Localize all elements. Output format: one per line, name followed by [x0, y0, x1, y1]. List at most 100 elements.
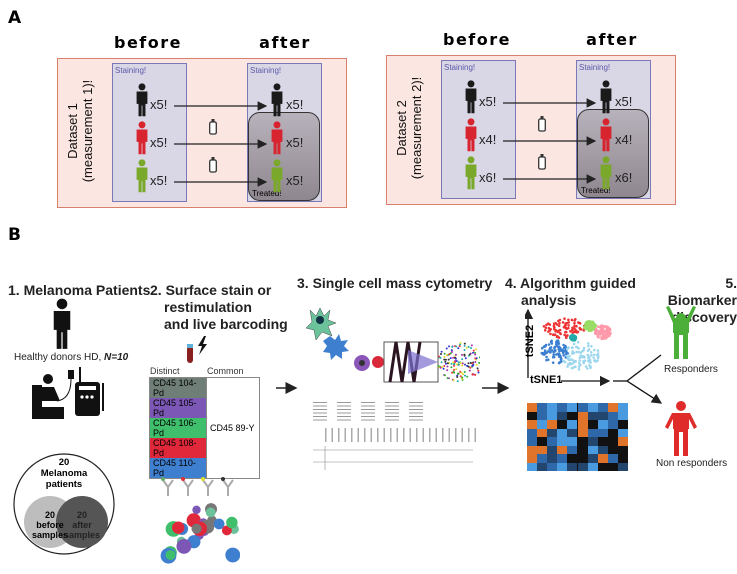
heatmap-cell — [608, 411, 618, 420]
heatmap-cell — [618, 454, 628, 463]
heatmap-cell — [527, 437, 537, 446]
non-responder-person-icon — [665, 401, 697, 456]
heatmap-cell — [578, 428, 588, 437]
dataset-2-label: Dataset 2(measurement 2)! — [394, 76, 424, 180]
person-icon — [271, 83, 283, 117]
ion-cloud — [437, 341, 480, 383]
heatmap-cell — [588, 454, 598, 463]
person-icon — [600, 118, 612, 152]
person-icon — [465, 80, 477, 114]
heatmap-cell — [608, 420, 618, 429]
tsne2-label: tSNE2 — [524, 324, 537, 358]
after-label: after — [586, 30, 638, 49]
person-icon — [465, 118, 477, 152]
barcode-row: CD45 106-Pd — [149, 418, 207, 438]
heatmap-cell — [547, 411, 557, 420]
arrow — [174, 139, 268, 149]
before-group-box — [441, 60, 516, 199]
person-icon — [600, 156, 612, 190]
person-icon — [271, 159, 283, 193]
heatmap-cell — [598, 437, 608, 446]
heatmap-cell — [567, 454, 577, 463]
barcode-row: CD45 105-Pd — [149, 398, 207, 418]
cell-icon-red — [372, 356, 384, 368]
person-icon — [136, 83, 148, 117]
dataset-1-label: Dataset 1(measurement 1)! — [65, 79, 95, 183]
heatmap-cell — [588, 437, 598, 446]
drug-bottle-icon — [538, 116, 546, 132]
heatmap-cell — [547, 437, 557, 446]
cell — [172, 521, 185, 534]
drug-bottle-icon — [209, 119, 217, 135]
before-group-box — [112, 63, 187, 202]
heatmap-cell — [547, 454, 557, 463]
col-distinct-label: Distinct — [150, 366, 180, 376]
col-common-label: Common — [207, 366, 244, 376]
panel-a-letter: A — [8, 8, 22, 28]
heatmap-cell — [618, 420, 628, 429]
heatmap-cell — [588, 428, 598, 437]
cell — [165, 550, 176, 560]
barcode-row: CD45 108-Pd — [149, 438, 207, 458]
heatmap-cell — [608, 437, 618, 446]
heatmap-cell — [557, 462, 567, 471]
person-icon — [136, 121, 148, 155]
heatmap-cell — [578, 437, 588, 446]
heatmap-cell — [578, 462, 588, 471]
before-count: x5! — [150, 173, 168, 188]
person-icon — [465, 156, 477, 190]
treated-label: Treated! — [581, 186, 611, 195]
heatmap-cell — [527, 454, 537, 463]
arrow — [503, 136, 597, 146]
antibodies-icon — [161, 477, 234, 496]
heatmap-cell — [537, 403, 547, 412]
step1-title: 1. Melanoma Patients — [8, 282, 151, 298]
mass-cytometer-illustration — [305, 307, 480, 383]
heatmap-cell — [618, 462, 628, 471]
heatmap-cell — [527, 462, 537, 471]
panel-b-letter: B — [8, 225, 21, 245]
before-label: before — [114, 33, 182, 52]
heatmap-cell — [557, 411, 567, 420]
heatmap-cell — [618, 437, 628, 446]
heatmap-cell — [537, 445, 547, 454]
heatmap-cell — [557, 445, 567, 454]
staining-label: Staining! — [115, 66, 147, 75]
heatmap-cell — [608, 403, 618, 412]
heatmap-cell — [537, 437, 547, 446]
heatmap-cell — [598, 454, 608, 463]
heatmap-cell — [537, 411, 547, 420]
before-count: x6! — [479, 170, 497, 185]
heatmap-cell — [588, 403, 598, 412]
responders-label: Responders — [664, 364, 718, 375]
heatmap-cell — [578, 411, 588, 420]
arrow — [503, 98, 597, 108]
heatmap-cell — [588, 462, 598, 471]
barcode-row: CD45 104-Pd — [149, 377, 207, 398]
heatmap-cell — [547, 462, 557, 471]
heatmap-cell — [537, 420, 547, 429]
heatmap-cell — [547, 428, 557, 437]
heatmap-cell — [557, 437, 567, 446]
heatmap-cell — [537, 454, 547, 463]
blood-tube-lightning-icon — [187, 336, 207, 363]
heatmap-cell — [547, 420, 557, 429]
staining-label: Staining! — [579, 63, 611, 72]
healthy-donors-label: Healthy donors HD, N=10 — [14, 352, 129, 363]
heatmap-cell — [598, 428, 608, 437]
cell — [221, 525, 232, 536]
cell — [205, 507, 216, 518]
heatmap-cell — [578, 454, 588, 463]
heatmap-cell — [578, 420, 588, 429]
after-count: x5! — [615, 94, 633, 109]
heatmap-cell — [567, 437, 577, 446]
cell — [226, 516, 238, 529]
arrow — [174, 101, 268, 111]
heatmap-cell — [598, 462, 608, 471]
cell — [191, 523, 202, 534]
heatmap-cell — [527, 428, 537, 437]
heatmap-cell — [567, 420, 577, 429]
drug-bottle-icon — [538, 154, 546, 170]
